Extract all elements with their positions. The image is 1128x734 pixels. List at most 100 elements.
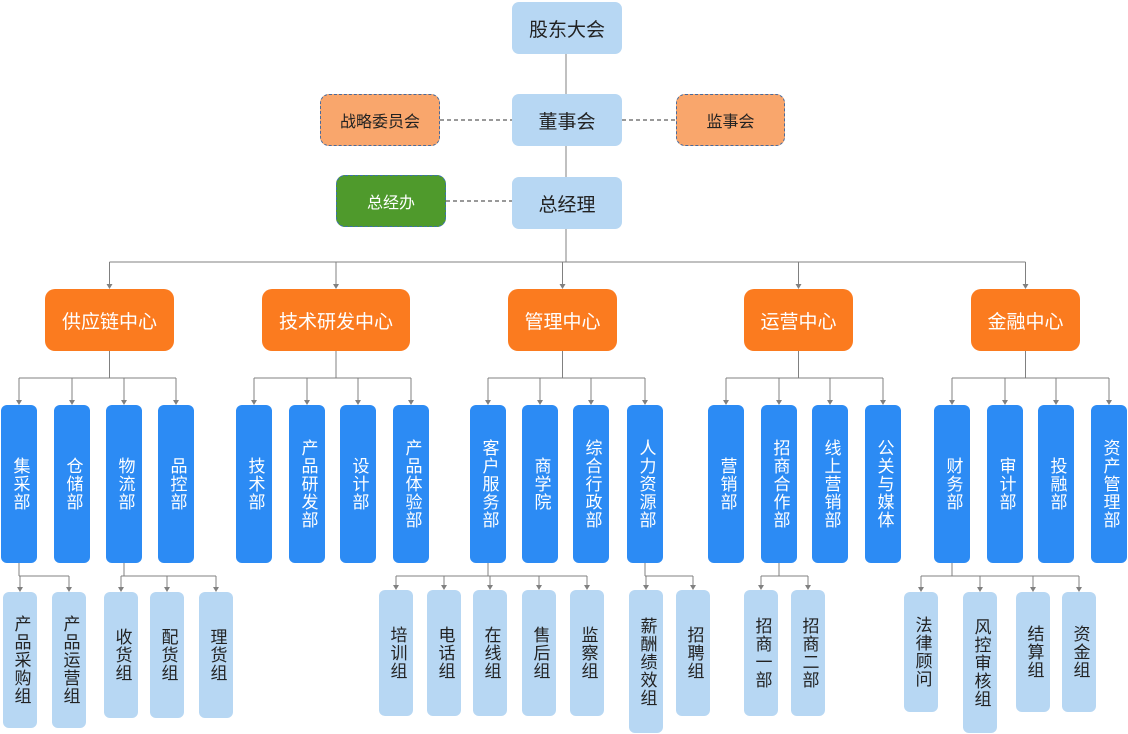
- dept-box-0-0-label: 集采部: [9, 457, 30, 511]
- arrow-center-1: [333, 284, 339, 289]
- board-label: 董事会: [538, 110, 596, 133]
- group-box-2-3-0: 薪酬绩效组: [629, 590, 663, 733]
- gm-office-box: 总经办: [336, 175, 446, 227]
- dept-box-0-1-label: 仓储部: [62, 457, 83, 511]
- dept-box-1-3: 产品体验部: [393, 405, 429, 563]
- dept-box-2-2-label: 综合行政部: [581, 439, 602, 529]
- dept-box-4-3: 资产管理部: [1091, 405, 1127, 563]
- center-box-1: 技术研发中心: [262, 289, 410, 351]
- arrow-group-4-0-2: [1030, 587, 1036, 592]
- arrow-dept-2-0: [485, 400, 491, 405]
- dept-box-4-2-label: 投融部: [1046, 457, 1067, 511]
- arrow-group-2-3-1: [690, 585, 696, 590]
- dept-box-0-3: 品控部: [158, 405, 194, 563]
- center-box-3-label: 运营中心: [760, 310, 837, 333]
- dept-box-0-0: 集采部: [1, 405, 37, 563]
- dept-box-2-1: 商学院: [522, 405, 558, 563]
- group-box-2-0-4: 监察组: [570, 590, 604, 716]
- group-box-3-1-0-label: 招商一部: [751, 617, 772, 689]
- strategy-committee-label: 战略委员会: [339, 112, 420, 131]
- dept-box-4-0: 财务部: [934, 405, 970, 563]
- dept-box-1-3-label: 产品体验部: [401, 439, 422, 529]
- center-box-4: 金融中心: [971, 289, 1080, 351]
- arrow-group-0-2-1: [164, 587, 170, 592]
- group-box-4-0-3: 资金组: [1062, 592, 1096, 712]
- group-box-2-0-1-label: 电话组: [434, 626, 455, 680]
- supervisors-label: 监事会: [706, 112, 755, 131]
- dept-box-4-0-label: 财务部: [942, 457, 963, 511]
- arrow-dept-4-2: [1053, 400, 1059, 405]
- dept-box-2-2: 综合行政部: [573, 405, 609, 563]
- arrow-dept-3-1: [776, 400, 782, 405]
- dept-box-4-2: 投融部: [1038, 405, 1074, 563]
- dept-box-1-2: 设计部: [340, 405, 376, 563]
- group-box-2-0-1: 电话组: [427, 590, 461, 716]
- group-box-2-3-1: 招聘组: [676, 590, 710, 716]
- group-box-3-1-1: 招商二部: [791, 590, 825, 716]
- group-box-4-0-2: 结算组: [1016, 592, 1050, 712]
- dept-box-3-2: 线上营销部: [812, 405, 848, 563]
- group-box-3-1-1-label: 招商二部: [798, 617, 819, 689]
- arrow-dept-4-3: [1106, 400, 1112, 405]
- arrow-group-0-2-2: [213, 587, 219, 592]
- arrow-center-3: [795, 284, 802, 289]
- dept-box-3-1: 招商合作部: [761, 405, 797, 563]
- shareholders-box: 股东大会: [512, 2, 622, 54]
- dept-box-3-1-label: 招商合作部: [769, 439, 790, 529]
- dept-box-0-2-label: 物流部: [114, 457, 135, 511]
- arrow-dept-2-1: [537, 400, 543, 405]
- arrow-group-0-0-1: [66, 587, 72, 592]
- dept-box-0-3-label: 品控部: [166, 457, 187, 511]
- center-box-1-label: 技术研发中心: [278, 310, 393, 333]
- group-box-2-0-3-label: 售后组: [529, 626, 550, 680]
- arrow-group-3-1-0: [758, 585, 764, 590]
- center-box-0-label: 供应链中心: [61, 310, 157, 333]
- dept-box-0-2: 物流部: [106, 405, 142, 563]
- arrow-group-2-0-1: [441, 585, 447, 590]
- dept-box-0-1: 仓储部: [54, 405, 90, 563]
- group-box-0-2-1: 配货组: [150, 592, 184, 718]
- dept-box-2-1-label: 商学院: [530, 457, 551, 511]
- center-box-3: 运营中心: [744, 289, 853, 351]
- group-box-0-2-0: 收货组: [104, 592, 138, 718]
- dept-box-1-0: 技术部: [236, 405, 272, 563]
- group-box-4-0-1: 风控审核组: [963, 592, 997, 733]
- arrow-dept-0-2: [121, 400, 127, 405]
- dept-box-2-0-label: 客户服务部: [478, 439, 499, 529]
- group-box-2-0-0-label: 培训组: [386, 626, 407, 680]
- arrow-center-0: [106, 284, 113, 289]
- arrow-dept-3-2: [827, 400, 833, 405]
- center-box-0: 供应链中心: [45, 289, 174, 351]
- arrow-dept-4-0: [949, 400, 955, 405]
- group-box-0-2-2-label: 理货组: [206, 628, 227, 682]
- arrow-dept-3-3: [880, 400, 886, 405]
- shareholders-label: 股东大会: [528, 18, 605, 41]
- dept-box-2-3: 人力资源部: [627, 405, 663, 563]
- arrow-group-4-0-1: [977, 587, 983, 592]
- center-box-2: 管理中心: [508, 289, 617, 351]
- group-box-0-2-0-label: 收货组: [111, 628, 132, 682]
- arrow-group-0-2-0: [118, 587, 124, 592]
- dept-box-4-1-label: 审计部: [995, 457, 1016, 511]
- arrow-group-2-0-4: [584, 585, 590, 590]
- center-box-4-label: 金融中心: [987, 310, 1064, 333]
- arrow-group-0-0-0: [17, 587, 23, 592]
- dept-box-4-1: 审计部: [987, 405, 1023, 563]
- arrow-group-4-0-0: [918, 587, 924, 592]
- arrow-center-2: [559, 284, 566, 289]
- arrow-dept-1-2: [355, 400, 361, 405]
- group-box-4-0-1-label: 风控审核组: [970, 617, 991, 708]
- group-box-0-2-2: 理货组: [199, 592, 233, 718]
- group-box-3-1-0: 招商一部: [744, 590, 778, 716]
- group-box-2-3-1-label: 招聘组: [683, 626, 704, 680]
- arrow-dept-0-0: [16, 400, 22, 405]
- arrow-dept-3-0: [723, 400, 729, 405]
- arrow-group-2-0-0: [393, 585, 399, 590]
- supervisors-box: 监事会: [676, 94, 785, 146]
- gm-label: 总经理: [538, 193, 596, 216]
- gm-box: 总经理: [512, 177, 622, 229]
- arrow-dept-2-3: [642, 400, 648, 405]
- group-box-4-0-0: 法律顾问: [904, 592, 938, 712]
